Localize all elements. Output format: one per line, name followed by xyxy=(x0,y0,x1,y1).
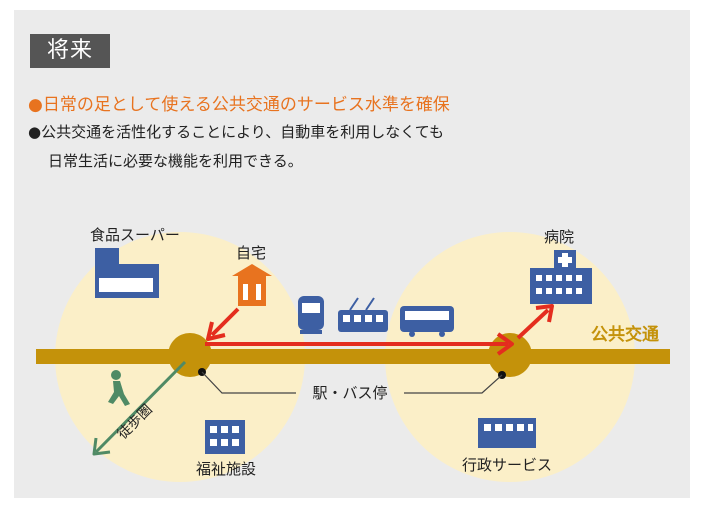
grocery-icon xyxy=(95,248,159,298)
tram-icon xyxy=(338,297,388,332)
hospital-icon xyxy=(530,250,592,304)
description-line-1: ●公共交通を活性化することにより、自動車を利用しなくても xyxy=(28,123,444,141)
admin-office-icon xyxy=(478,418,536,448)
hospital-arrow-head xyxy=(535,304,554,323)
home-label: 自宅 xyxy=(236,244,266,262)
home-arrow-line xyxy=(210,307,240,337)
walking-range-arrow xyxy=(94,360,187,454)
hospital-arrow-line xyxy=(516,308,550,340)
route-arrow-head xyxy=(496,332,514,356)
station-node-right xyxy=(488,333,532,377)
welfare-label: 福祉施設 xyxy=(196,460,256,478)
transit-line xyxy=(36,349,670,364)
home-arrow-head xyxy=(206,321,226,341)
welfare-facility-icon xyxy=(205,420,245,454)
station-leader-right xyxy=(404,374,503,394)
station-leader-left xyxy=(201,371,296,394)
description-line-2: 日常生活に必要な機能を利用できる。 xyxy=(48,152,303,170)
walking-range-arrow-head xyxy=(92,437,111,456)
station-label: 駅・バス停 xyxy=(312,384,387,402)
admin-label: 行政サービス xyxy=(462,456,552,474)
grocery-label: 食品スーパー xyxy=(90,226,180,244)
future-tag: 将来 xyxy=(30,34,110,68)
train-icon xyxy=(298,296,324,334)
transit-line-label: 公共交通 xyxy=(591,324,659,345)
home-icon xyxy=(232,264,272,306)
bus-icon xyxy=(400,306,454,337)
hospital-label: 病院 xyxy=(544,228,574,246)
walking-person-icon xyxy=(108,370,130,406)
headline: ●日常の足として使える公共交通のサービス水準を確保 xyxy=(28,95,450,115)
